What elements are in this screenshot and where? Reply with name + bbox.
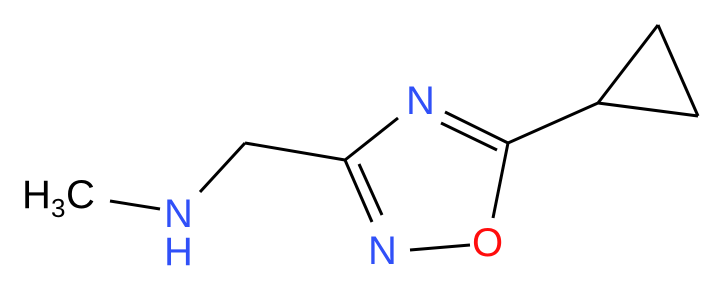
bond-o1-n2 [409, 243, 471, 252]
bond-n2-c3-second [357, 163, 384, 216]
bond-ch2-c3 [244, 141, 346, 162]
bond-c5-cyclopropyl [507, 101, 599, 145]
bond-c3-n4 [344, 116, 399, 162]
ring-n4-label: N [406, 79, 435, 123]
amine-h-label: H [164, 230, 193, 274]
methyl-subscript: 3 [51, 193, 65, 223]
bond-c5-o1 [491, 142, 510, 219]
ring-n2-label: N [368, 229, 397, 273]
bond-cp-2 [656, 24, 700, 117]
bond-n-ch2 [198, 141, 247, 194]
bond-n4-c5 [444, 110, 509, 145]
methyl-c-label: C [66, 173, 95, 217]
bond-cp-3 [597, 101, 699, 118]
ring-o1-label: O [472, 221, 503, 265]
methyl-h-label: H [22, 173, 51, 217]
amine-n-label: N [164, 192, 193, 236]
bond-n2-c3 [343, 159, 374, 223]
bond-cp-1 [596, 24, 660, 104]
bond-ch3-n [109, 199, 161, 211]
bond-n4-c5-second [440, 121, 498, 152]
